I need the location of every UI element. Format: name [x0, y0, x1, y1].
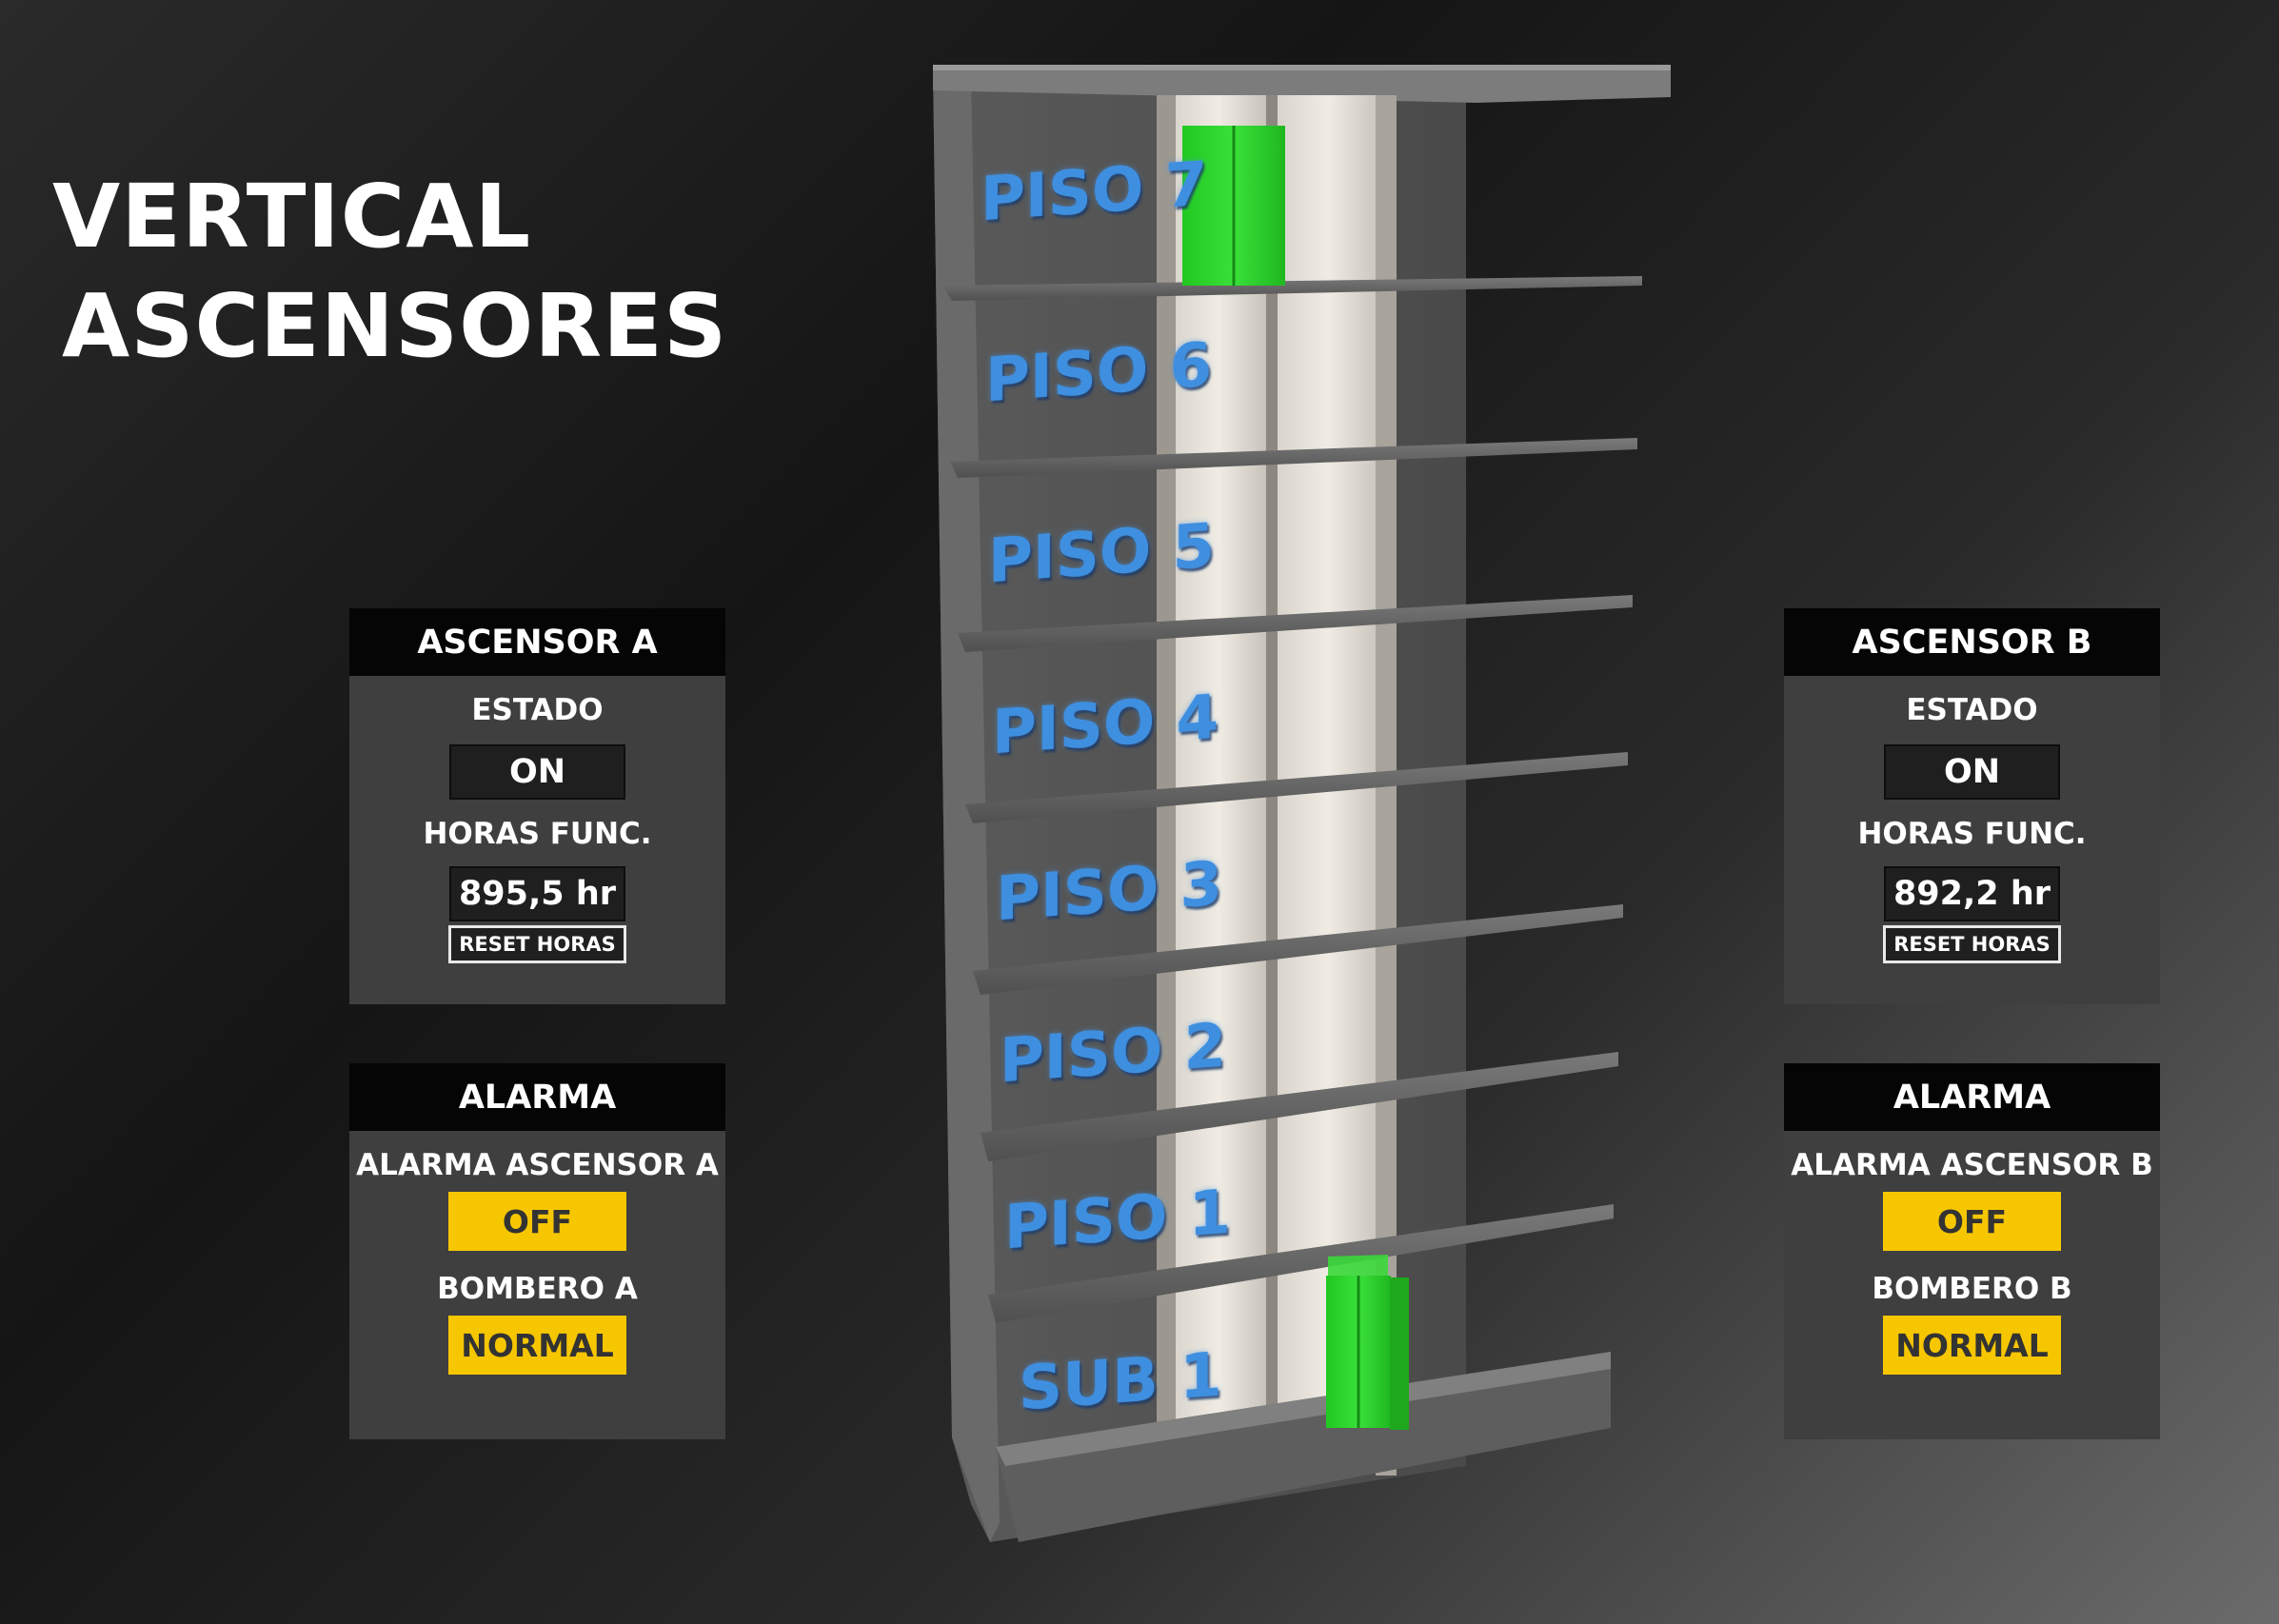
bombero-b-value[interactable]: NORMAL — [1883, 1316, 2061, 1375]
elevator-b-reset-button[interactable]: RESET HORAS — [1883, 925, 2061, 963]
elevator-b-header: ASCENSOR B — [1784, 608, 2160, 676]
elevator-a-panel: ASCENSOR A ESTADO ON HORAS FUNC. 895,5 h… — [349, 608, 725, 1004]
building-svg — [933, 65, 1671, 1542]
building-roof — [933, 65, 1671, 103]
alarm-a-panel: ALARMA ALARMA ASCENSOR A OFF BOMBERO A N… — [349, 1063, 725, 1439]
elevator-b-horas-label: HORAS FUNC. — [1857, 817, 2087, 851]
page-title: VERTICAL ASCENSORES — [52, 162, 727, 381]
alarm-a-value[interactable]: OFF — [448, 1192, 626, 1251]
title-line-2: ASCENSORES — [62, 275, 728, 377]
shaft-a — [1171, 95, 1266, 1466]
elevator-b-horas-value: 892,2 hr — [1884, 866, 2060, 921]
elevator-a-reset-button[interactable]: RESET HORAS — [448, 925, 626, 963]
alarm-b-label: ALARMA ASCENSOR B — [1791, 1148, 2153, 1182]
alarm-a-header: ALARMA — [349, 1063, 725, 1131]
elevator-b-estado-value: ON — [1884, 744, 2060, 800]
elevator-a-estado-label: ESTADO — [471, 693, 604, 727]
bombero-b-label: BOMBERO B — [1872, 1272, 2072, 1306]
elevator-b-panel: ASCENSOR B ESTADO ON HORAS FUNC. 892,2 h… — [1784, 608, 2160, 1004]
alarm-b-panel: ALARMA ALARMA ASCENSOR B OFF BOMBERO B N… — [1784, 1063, 2160, 1439]
elevator-b-estado-label: ESTADO — [1906, 693, 2038, 727]
elevator-a-header: ASCENSOR A — [349, 608, 725, 676]
elevator-a-horas-value: 895,5 hr — [449, 866, 625, 921]
title-line-1: VERTICAL — [52, 166, 532, 267]
elevator-a-estado-value: ON — [449, 744, 625, 800]
alarm-b-value[interactable]: OFF — [1883, 1192, 2061, 1251]
alarm-a-label: ALARMA ASCENSOR A — [356, 1148, 719, 1182]
building-illustration: PISO 7 PISO 6 PISO 5 PISO 4 PISO 3 PISO … — [933, 57, 1675, 1561]
elevator-a-horas-label: HORAS FUNC. — [423, 817, 652, 851]
floor-label-sub-1: SUB 1 — [1019, 1339, 1222, 1425]
bombero-a-value[interactable]: NORMAL — [448, 1316, 626, 1375]
bombero-a-label: BOMBERO A — [437, 1272, 638, 1306]
alarm-b-header: ALARMA — [1784, 1063, 2160, 1131]
floor-slabs — [942, 276, 1642, 1542]
